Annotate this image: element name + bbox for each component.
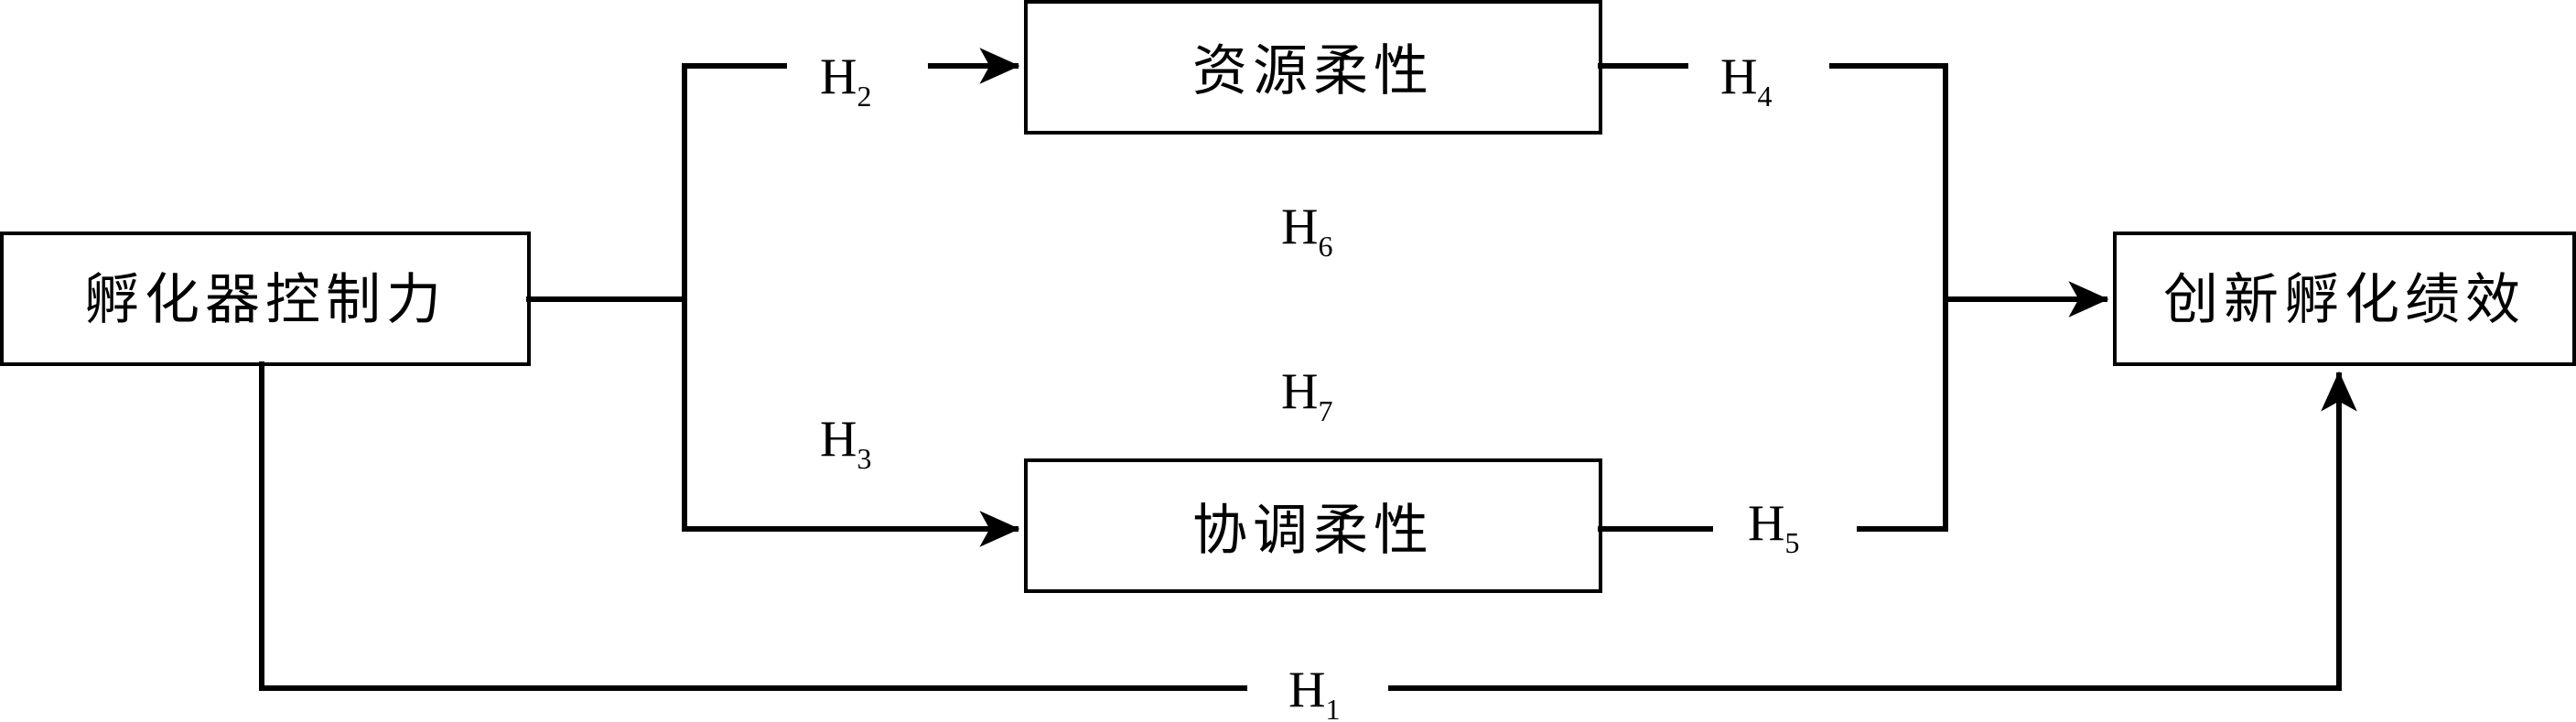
node-coordination-flexibility: 协调柔性 <box>1024 458 1602 593</box>
label-h2: H2 <box>820 48 871 113</box>
node-coordination-flexibility-label: 协调柔性 <box>1192 499 1434 563</box>
label-h3: H3 <box>820 411 871 475</box>
label-h1: H1 <box>1288 662 1340 722</box>
node-innovation-performance: 创新孵化绩效 <box>2113 232 2576 366</box>
connector-direct-h1 <box>259 361 2357 691</box>
label-h7: H7 <box>1281 363 1332 427</box>
node-resource-flexibility: 资源柔性 <box>1024 0 1602 135</box>
node-incubator-control-label: 孵化器控制力 <box>84 268 447 332</box>
node-incubator-control: 孵化器控制力 <box>0 232 531 366</box>
connector-right-branch <box>1598 63 2109 532</box>
label-h5: H5 <box>1748 495 1799 559</box>
node-innovation-performance-label: 创新孵化绩效 <box>2163 268 2526 332</box>
connector-left-branch <box>526 63 1020 547</box>
label-h6: H6 <box>1281 199 1332 263</box>
node-resource-flexibility-label: 资源柔性 <box>1192 39 1434 103</box>
label-h4: H4 <box>1720 48 1772 113</box>
